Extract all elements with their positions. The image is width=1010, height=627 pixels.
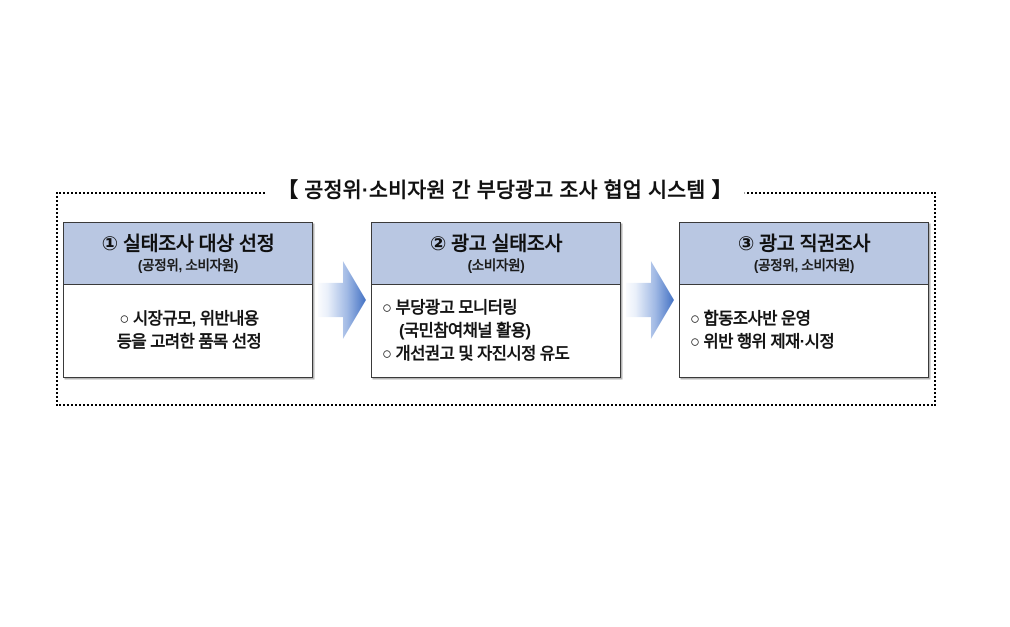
step-2-header: ② 광고 실태조사 (소비자원) (372, 223, 620, 285)
process-step-3: ③ 광고 직권조사 (공정위, 소비자원) ○ 합동조사반 운영 ○ 위반 행위… (679, 222, 929, 378)
step-3-subtitle: (공정위, 소비자원) (753, 257, 855, 273)
process-step-2: ② 광고 실태조사 (소비자원) ○ 부당광고 모니터링 (국민참여채널 활용)… (371, 222, 621, 378)
step-1-header: ① 실태조사 대상 선정 (공정위, 소비자원) (64, 223, 312, 285)
step-2-bullet-line-1: ○ 부당광고 모니터링 (382, 298, 518, 317)
step-3-bullet-line-2: ○ 위반 행위 제재·시정 (690, 333, 835, 351)
right-arrow-icon (318, 261, 366, 339)
step-1-subtitle: (공정위, 소비자원) (137, 257, 239, 273)
step-3-body: ○ 합동조사반 운영 ○ 위반 행위 제재·시정 (680, 285, 928, 377)
step-1-title: ① 실태조사 대상 선정 (101, 232, 275, 255)
process-step-1: ① 실태조사 대상 선정 (공정위, 소비자원) ○ 시장규모, 위반내용 등을… (63, 222, 313, 378)
step-3-bullet-line-1: ○ 합동조사반 운영 (690, 310, 811, 328)
step-2-title: ② 광고 실태조사 (429, 232, 563, 255)
step-2-bullet-line-2: (국민참여채널 활용) (399, 321, 531, 340)
right-arrow-icon (626, 261, 674, 339)
step-2-body: ○ 부당광고 모니터링 (국민참여채널 활용) ○ 개선권고 및 자진시정 유도 (372, 285, 620, 377)
step-1-body: ○ 시장규모, 위반내용 등을 고려한 품목 선정 (64, 285, 312, 377)
process-steps-row: ① 실태조사 대상 선정 (공정위, 소비자원) ○ 시장규모, 위반내용 등을… (63, 222, 929, 378)
step-1-bullet-line-2: 등을 고려한 품목 선정 (116, 333, 262, 351)
diagram-title: 【 공정위·소비자원 간 부당광고 조사 협업 시스템 】 (265, 178, 745, 204)
step-3-title: ③ 광고 직권조사 (737, 232, 871, 255)
step-2-bullet-line-3: ○ 개선권고 및 자진시정 유도 (382, 344, 570, 363)
step-2-subtitle: (소비자원) (467, 257, 525, 273)
arrow-gap-2 (621, 222, 679, 378)
step-3-header: ③ 광고 직권조사 (공정위, 소비자원) (680, 223, 928, 285)
arrow-gap-1 (313, 222, 371, 378)
step-1-bullet-line-1: ○ 시장규모, 위반내용 (119, 310, 259, 328)
